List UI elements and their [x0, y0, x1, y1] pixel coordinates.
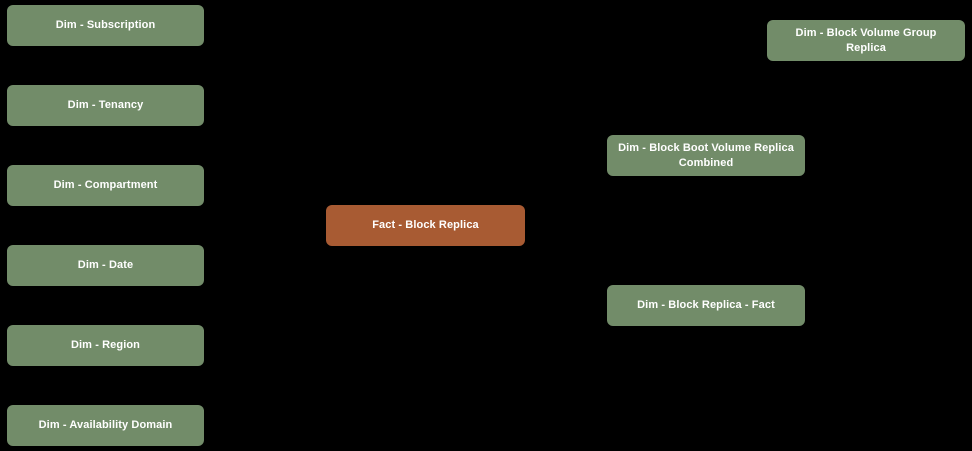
node-dim-subscription[interactable]: Dim - Subscription — [7, 5, 204, 46]
node-label: Dim - Date — [77, 259, 134, 271]
node-dim-availability-domain[interactable]: Dim - Availability Domain — [7, 405, 204, 446]
node-dim-block-volume-group-replica[interactable]: Dim - Block Volume Group Replica — [767, 20, 965, 61]
node-dim-date[interactable]: Dim - Date — [7, 245, 204, 286]
node-label: Dim - Compartment — [53, 179, 158, 191]
node-label: Dim - Availability Domain — [38, 419, 173, 431]
node-dim-block-replica-fact[interactable]: Dim - Block Replica - Fact — [607, 285, 805, 326]
node-dim-block-boot-volume-replica-combined[interactable]: Dim - Block Boot Volume Replica Combined — [607, 135, 805, 176]
node-label: Dim - Block Replica - Fact — [637, 299, 775, 311]
node-label: Dim - Subscription — [55, 19, 156, 31]
node-label: Dim - Region — [70, 339, 141, 351]
node-label: Dim - Tenancy — [67, 99, 144, 111]
node-label: Fact - Block Replica — [372, 219, 479, 231]
node-fact-block-replica[interactable]: Fact - Block Replica — [326, 205, 525, 246]
node-label: Dim - Block Volume Group Replica — [795, 26, 937, 54]
node-dim-compartment[interactable]: Dim - Compartment — [7, 165, 204, 206]
node-dim-region[interactable]: Dim - Region — [7, 325, 204, 366]
node-dim-tenancy[interactable]: Dim - Tenancy — [7, 85, 204, 126]
node-label: Dim - Block Boot Volume Replica Combined — [618, 141, 794, 169]
